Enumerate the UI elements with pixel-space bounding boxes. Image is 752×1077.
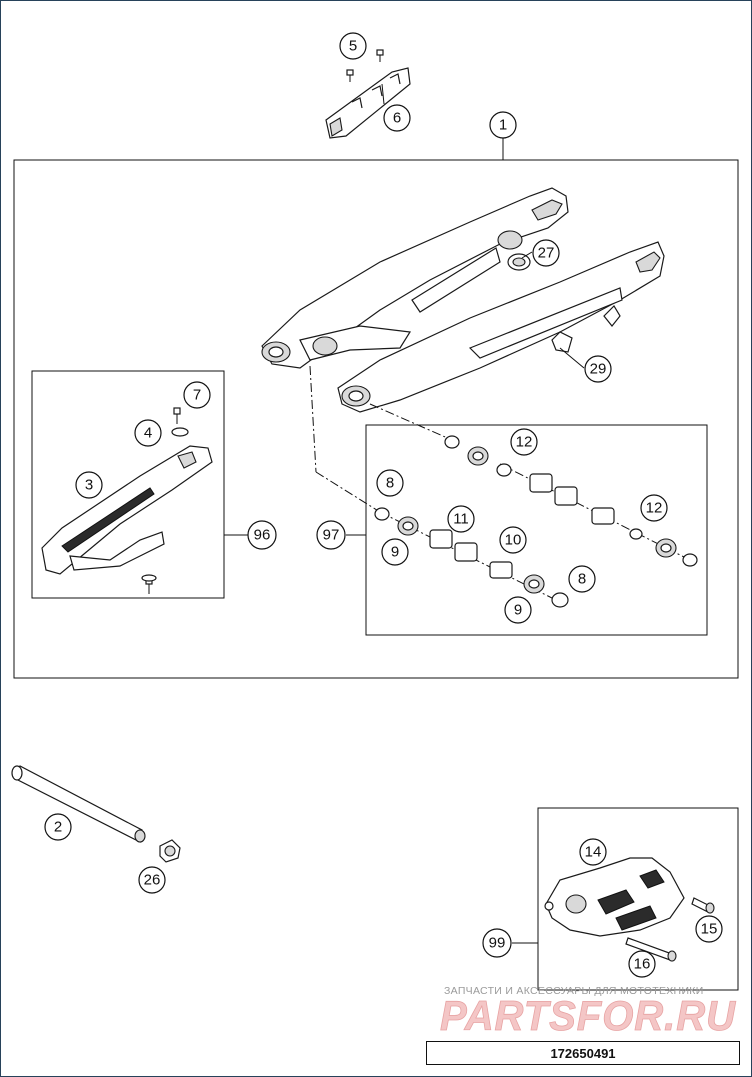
callout-label: 2 [54, 819, 62, 836]
callout-99: 99 [482, 928, 512, 958]
callout-9-right: 9 [504, 596, 532, 624]
callout-label: 16 [634, 956, 651, 973]
callout-3: 3 [75, 471, 103, 499]
callout-16: 16 [628, 950, 656, 978]
callout-label: 97 [323, 527, 340, 544]
swingarm-assembly-box [13, 159, 739, 679]
swingarm [261, 187, 665, 413]
callout-7: 7 [183, 381, 211, 409]
callout-27: 27 [532, 239, 560, 267]
callout-label: 99 [489, 935, 506, 952]
callout-29: 29 [584, 355, 612, 383]
leader-lines [224, 138, 585, 944]
chain-slider [41, 445, 213, 575]
lower-bearing-row [374, 507, 569, 608]
callout-label: 7 [193, 387, 201, 404]
callout-label: 14 [585, 844, 602, 861]
callout-11: 11 [447, 505, 475, 533]
callout-label: 12 [516, 434, 533, 451]
callout-label: 96 [254, 527, 271, 544]
watermark-brand: PARTSFOR.RU [440, 992, 737, 1039]
callout-label: 15 [701, 921, 718, 938]
callout-8-right: 8 [568, 565, 596, 593]
upper-bearing-row [444, 435, 698, 567]
callout-96: 96 [247, 520, 277, 550]
document-number: 172650491 [550, 1045, 616, 1061]
callout-label: 27 [538, 245, 555, 262]
chain-slider-kit-box [31, 370, 225, 599]
callout-label: 8 [578, 571, 586, 588]
callout-97: 97 [316, 520, 346, 550]
slider-screw [141, 407, 181, 594]
slider-washer [171, 427, 189, 437]
watermark-subtitle: ЗАПЧАСТИ И АКСЕССУАРЫ ДЛЯ МОТОТЕХНИКИ [444, 985, 704, 997]
callout-label: 6 [393, 110, 401, 127]
screw-small [346, 49, 384, 82]
document-number-box: 172650491 [426, 1041, 740, 1065]
callout-label: 12 [646, 500, 663, 517]
bearing-kit-box [365, 424, 708, 636]
callout-12-right: 12 [640, 494, 668, 522]
assembly-axis-line-c [369, 403, 453, 441]
callout-label: 11 [453, 511, 469, 528]
callout-2: 2 [44, 813, 72, 841]
guide-bolt-long [625, 937, 677, 962]
pivot-axle [11, 765, 146, 843]
chain-guide [544, 857, 685, 937]
chain-guide-kit-box [537, 807, 739, 991]
callout-1: 1 [489, 111, 517, 139]
swingarm-bushing [507, 253, 531, 271]
callout-label: 4 [144, 425, 152, 442]
axle-nut [159, 839, 181, 863]
callout-14: 14 [579, 838, 607, 866]
callout-9-left: 9 [381, 538, 409, 566]
callout-label: 9 [391, 544, 399, 561]
callout-15: 15 [695, 915, 723, 943]
callout-12-top: 12 [510, 428, 538, 456]
guide-bolt-short [691, 897, 715, 914]
callout-6: 6 [383, 104, 411, 132]
callout-label: 5 [349, 38, 357, 55]
callout-label: 26 [144, 872, 161, 889]
callout-4: 4 [134, 419, 162, 447]
callout-label: 9 [514, 602, 522, 619]
callout-label: 3 [85, 477, 93, 494]
callout-10: 10 [499, 526, 527, 554]
callout-26: 26 [138, 866, 166, 894]
assembly-axis-line-b [315, 471, 381, 513]
callout-8-left: 8 [376, 469, 404, 497]
callout-label: 10 [505, 532, 522, 549]
callout-label: 29 [590, 361, 607, 378]
chain-guide-pad [325, 67, 411, 139]
assembly-axis-line-a [309, 365, 317, 473]
callout-5: 5 [339, 32, 367, 60]
callout-label: 8 [386, 475, 394, 492]
callout-label: 1 [499, 117, 507, 134]
